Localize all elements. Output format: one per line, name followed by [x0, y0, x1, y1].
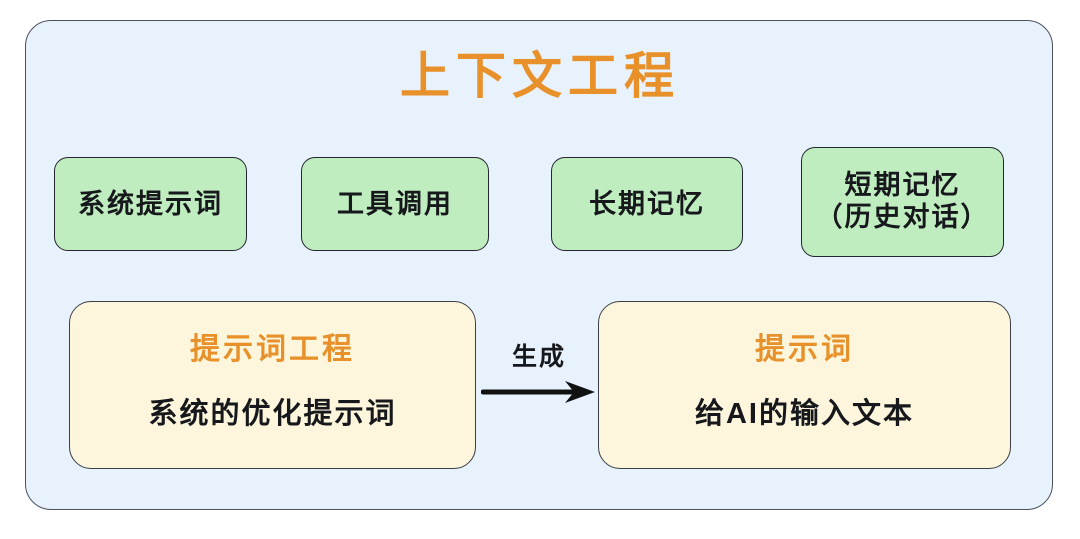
component-box-tool-calling[interactable]: 工具调用 [301, 157, 489, 251]
component-label: 短期记忆 （历史对话） [815, 170, 990, 232]
component-label: 系统提示词 [78, 188, 223, 219]
flow-box-body: 系统的优化提示词 [148, 398, 397, 430]
component-box-short-term-memory[interactable]: 短期记忆 （历史对话） [801, 147, 1004, 257]
flow-box-body: 给AI的输入文本 [694, 398, 914, 430]
component-label: 工具调用 [337, 188, 453, 219]
arrow-right-icon [481, 381, 595, 403]
flow-arrow-group: 生成 [481, 343, 601, 423]
component-box-long-term-memory[interactable]: 长期记忆 [551, 157, 743, 251]
flow-box-prompt[interactable]: 提示词 给AI的输入文本 [598, 301, 1011, 469]
context-engineering-panel: 上下文工程 系统提示词 工具调用 长期记忆 短期记忆 （历史对话） 提示词工程 … [25, 20, 1053, 510]
arrow-label-generate: 生成 [511, 343, 566, 371]
component-label: 长期记忆 [589, 188, 705, 219]
prompt-flow: 提示词工程 系统的优化提示词 生成 提示词 给AI的输入文本 [26, 293, 1054, 493]
flow-box-title: 提示词 [755, 333, 854, 366]
flow-box-prompt-engineering[interactable]: 提示词工程 系统的优化提示词 [69, 301, 476, 469]
page-title: 上下文工程 [400, 48, 680, 104]
component-row: 系统提示词 工具调用 长期记忆 短期记忆 （历史对话） [26, 141, 1054, 257]
flow-box-title: 提示词工程 [190, 333, 355, 366]
component-box-system-prompt[interactable]: 系统提示词 [54, 157, 247, 251]
